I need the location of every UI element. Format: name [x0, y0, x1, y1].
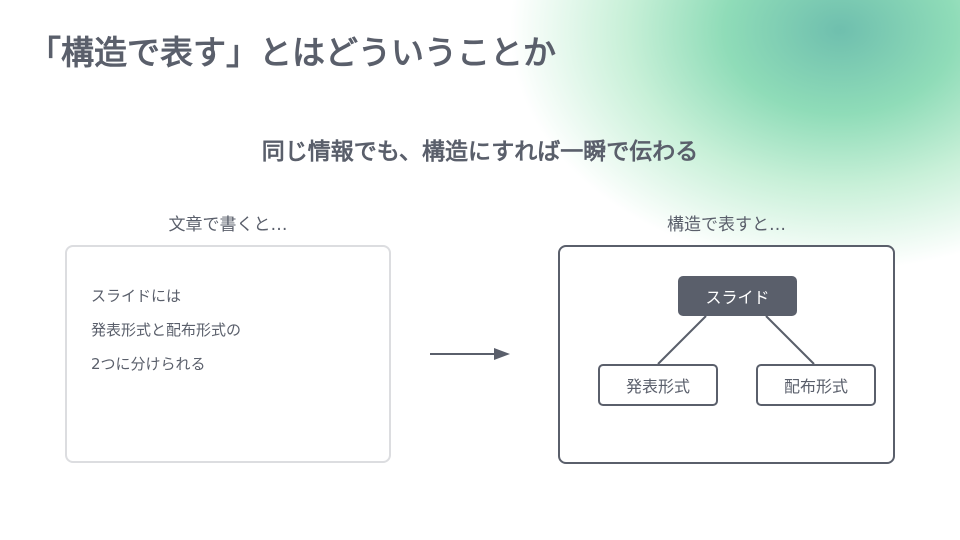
- right-caption: 構造で表すと…: [667, 215, 786, 235]
- text-line: スライドには: [91, 287, 182, 305]
- left-caption: 文章で書くと…: [168, 215, 288, 235]
- text-line: 発表形式と配布形式の: [91, 321, 242, 339]
- slide-title: 「構造で表す」とはどういうことか: [28, 33, 556, 72]
- child-node: 配布形式: [756, 364, 876, 406]
- structure-diagram: スライド 発表形式 配布形式: [558, 245, 895, 464]
- connector-lines: [657, 315, 815, 365]
- slide-subtitle: 同じ情報でも、構造にすれば一瞬で伝わる: [261, 139, 699, 165]
- text-line: 2つに分けられる: [91, 355, 206, 373]
- child-node: 発表形式: [598, 364, 718, 406]
- root-node: スライド: [678, 276, 797, 316]
- text-box: スライドには 発表形式と配布形式の 2つに分けられる: [65, 245, 391, 463]
